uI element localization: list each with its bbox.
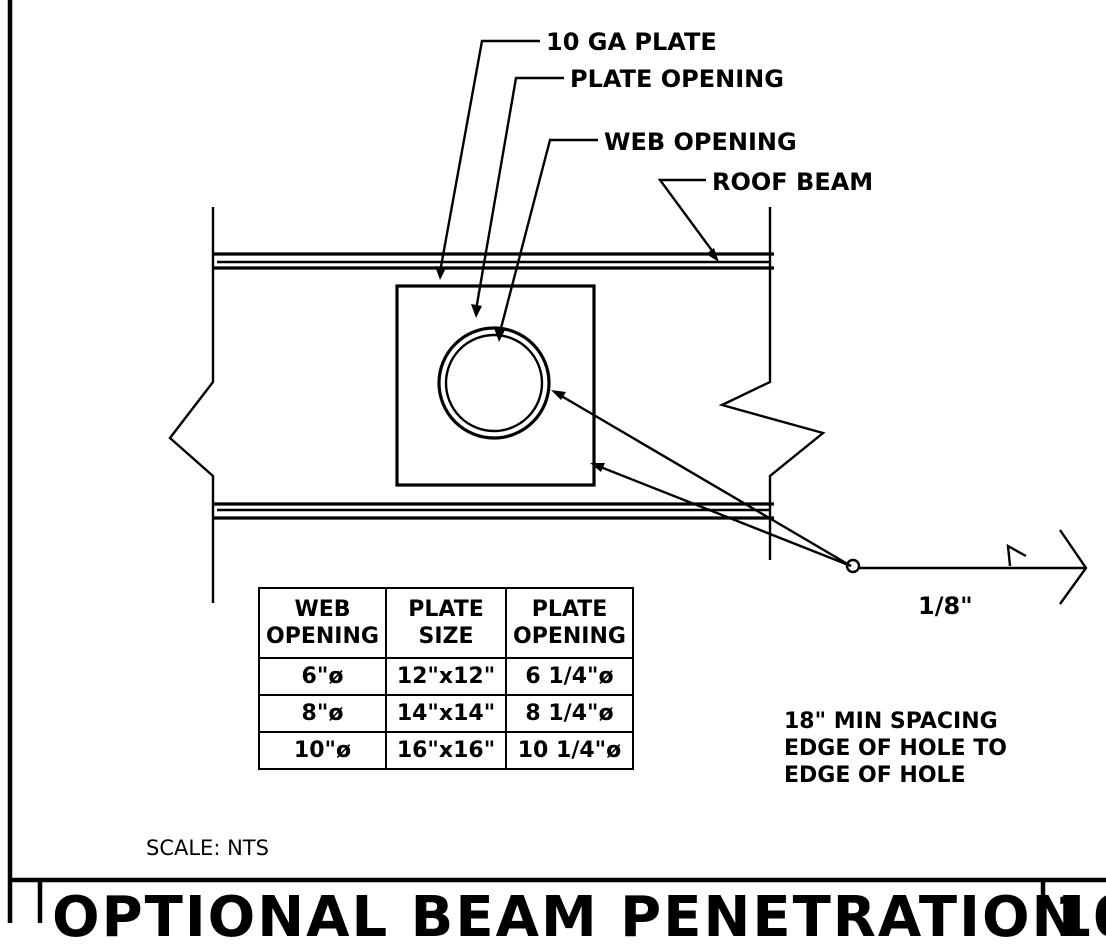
table-cell: 6"ø [258, 657, 387, 696]
spacing-note: 18" MIN SPACING EDGE OF HOLE TO EDGE OF … [784, 708, 1007, 789]
plate-opening-circle [437, 326, 551, 440]
sheet-number: 10 [1054, 885, 1106, 950]
leader-roof-beam [657, 178, 719, 262]
table-cell: 10 1/4"ø [505, 731, 634, 770]
label-plate-opening: PLATE OPENING [570, 65, 784, 93]
label-weld-size: 1/8" [918, 592, 973, 620]
detail-sheet: 10 GA PLATE PLATE OPENING WEB OPENING RO… [7, 0, 1106, 946]
table-cell: 8 1/4"ø [505, 694, 634, 733]
label-plate: 10 GA PLATE [546, 28, 717, 56]
leader-plate-opening [471, 76, 564, 318]
ga-plate [395, 284, 596, 487]
table-cell: 14"x14" [385, 694, 507, 733]
table-cell: 8"ø [258, 694, 387, 733]
table-cell: 16"x16" [385, 731, 507, 770]
table-row: 8"ø 14"x14" 8 1/4"ø [258, 694, 634, 733]
note-line: 18" MIN SPACING [784, 709, 998, 734]
leader-web-opening [494, 138, 598, 342]
table-row: 6"ø 12"x12" 6 1/4"ø [258, 657, 634, 696]
table-cell: 6 1/4"ø [505, 657, 634, 696]
scale-label: SCALE: NTS [146, 836, 269, 860]
table-cell: 10"ø [258, 731, 387, 770]
weld-symbol [551, 390, 1088, 605]
note-line: EDGE OF HOLE [784, 763, 966, 788]
detail-title: OPTIONAL BEAM PENETRATION [52, 885, 1081, 950]
label-web-opening: WEB OPENING [604, 128, 797, 156]
label-roof-beam: ROOF BEAM [712, 168, 873, 196]
table-row: 10"ø 16"x16" 10 1/4"ø [258, 731, 634, 770]
web-opening-circle [444, 333, 544, 433]
beam-penetration-drawing: 10 GA PLATE PLATE OPENING WEB OPENING RO… [7, 0, 1106, 923]
table-cell: 12"x12" [385, 657, 507, 696]
roof-beam [168, 207, 826, 603]
note-line: EDGE OF HOLE TO [784, 736, 1007, 761]
leader-plate [435, 39, 540, 280]
